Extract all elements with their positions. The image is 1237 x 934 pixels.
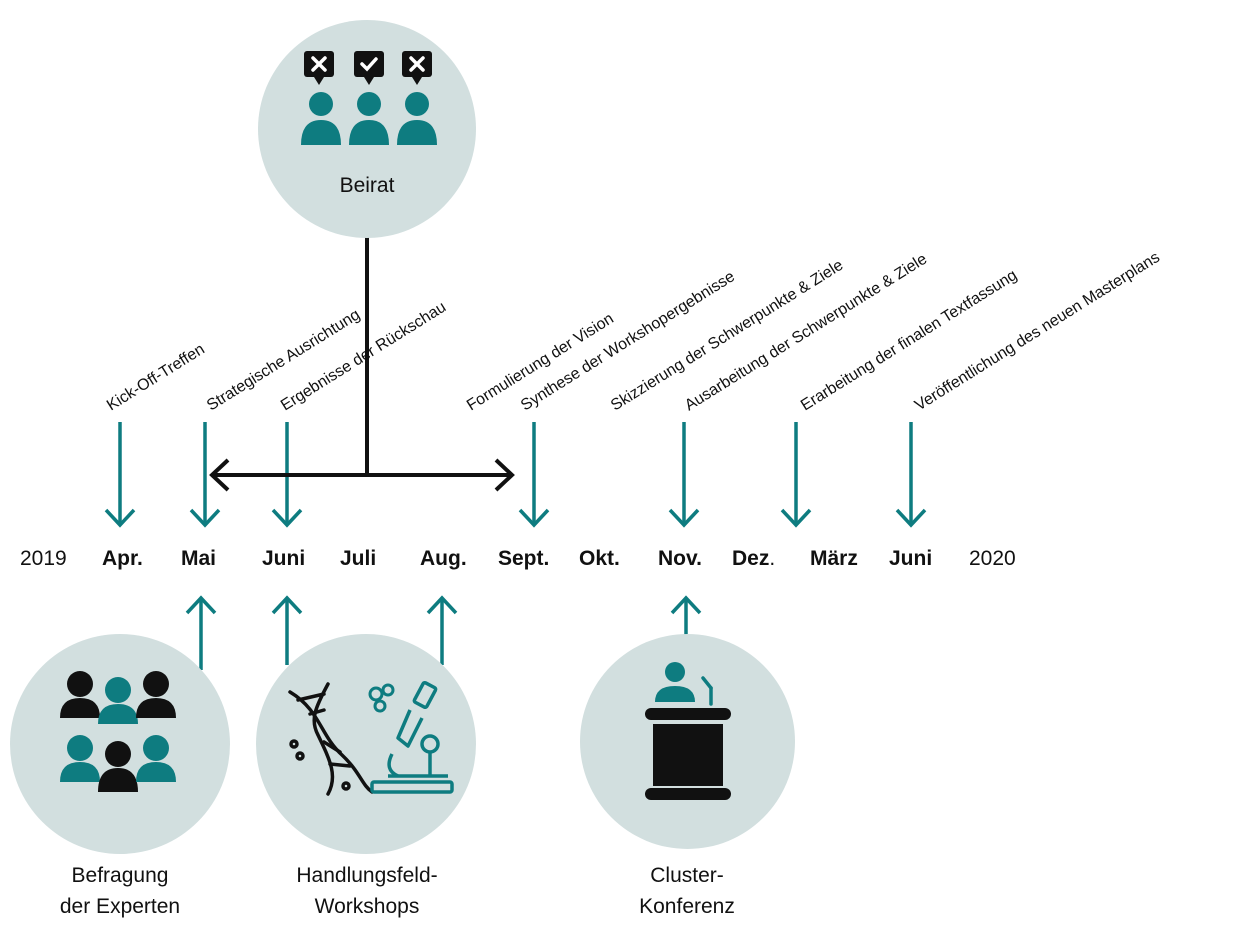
month-dez: Dez. (732, 547, 775, 571)
arrow-down-strategie (189, 422, 221, 528)
advisory-board-vote-icon (301, 51, 437, 145)
arrow-down-vision (518, 422, 550, 528)
month-aug: Aug. (420, 547, 467, 570)
month-nov: Nov. (658, 547, 702, 570)
month-okt: Okt. (579, 547, 620, 570)
arrow-down-kickoff (104, 422, 136, 528)
arrow-down-veroeffentlichung (895, 422, 927, 528)
konferenz-line1: Cluster- (650, 864, 724, 887)
befragung-line1: Befragung (71, 864, 169, 887)
befragung-line2: der Experten (59, 895, 181, 918)
workshops-line2: Workshops (314, 895, 420, 918)
dna-microscope-icon (288, 680, 454, 796)
beirat-label: Beirat (339, 174, 395, 197)
experts-group-icon (60, 671, 176, 792)
month-mai: Mai (181, 547, 217, 570)
befragung-label: Befragung der Experten (30, 860, 210, 922)
arrow-down-skizzierung (668, 422, 700, 528)
month-juni: Juni (262, 547, 306, 570)
month-maerz: März (810, 547, 858, 570)
month-juli: Juli (340, 547, 377, 570)
konferenz-line2: Konferenz (639, 895, 735, 918)
month-apr: Apr. (102, 547, 143, 570)
workshops-label: Handlungsfeld- Workshops (262, 860, 472, 922)
arrow-up-workshops-juni (271, 595, 303, 665)
beirat-bracket (209, 228, 515, 492)
month-juni-2020: Juni (889, 547, 933, 570)
month-dez-suffix: . (769, 547, 776, 570)
month-dez-label: Dez (732, 547, 770, 570)
year-start: 2019 (20, 547, 67, 570)
arrow-up-workshops-aug (426, 595, 458, 665)
arrow-down-ausarbeitung (780, 422, 812, 528)
workshops-line1: Handlungsfeld- (296, 864, 438, 887)
arrow-up-befragung (185, 595, 217, 670)
year-end: 2020 (969, 547, 1016, 570)
speaker-podium-icon (645, 662, 731, 800)
month-sept: Sept. (498, 547, 550, 570)
arrow-up-konferenz (670, 595, 702, 636)
konferenz-label: Cluster- Konferenz (602, 860, 772, 922)
